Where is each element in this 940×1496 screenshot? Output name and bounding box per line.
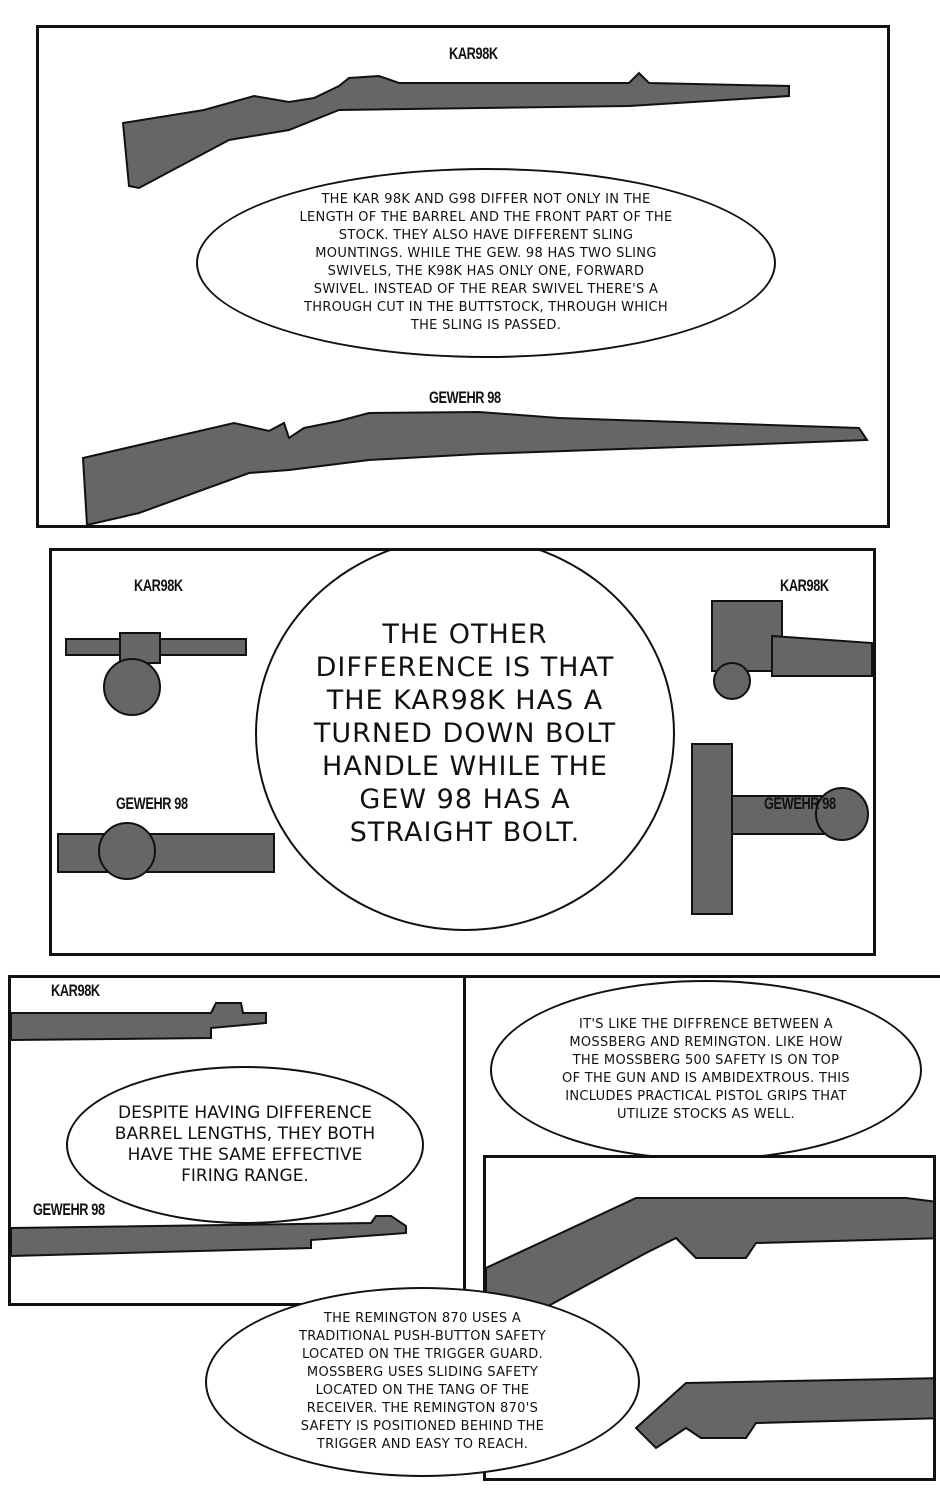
kar98k-rifle-illustration bbox=[81, 71, 869, 525]
speech-bubble: The other difference is that the Kar98k … bbox=[255, 551, 675, 931]
bubble-text: It's like the diffrence between a Mossbe… bbox=[562, 1017, 850, 1122]
speech-bubble: The Kar 98k and G98 differ not only in t… bbox=[196, 168, 776, 358]
barrel-illustrations bbox=[11, 1002, 407, 1258]
bubble-text: Despite having difference barrel lengths… bbox=[114, 1103, 376, 1186]
label-gewehr98: GEWEHR 98 bbox=[33, 1200, 105, 1219]
speech-bubble-safety: The Remington 870 uses a traditional pus… bbox=[205, 1287, 640, 1477]
panel-rifle-comparison: KAR98K GEWEHR 98 The Kar 98k and G98 dif… bbox=[36, 25, 890, 528]
label-gewehr98-left: GEWEHR 98 bbox=[116, 794, 188, 813]
label-kar98k-right: KAR98K bbox=[780, 576, 829, 595]
label-gewehr98-right: GEWEHR 98 bbox=[764, 794, 836, 813]
shotgun-illustrations bbox=[486, 1197, 933, 1450]
panel-divider bbox=[463, 975, 940, 978]
gewehr98-rifle-illustration bbox=[81, 410, 869, 525]
speech-bubble-mossberg-remington: It's like the diffrence between a Mossbe… bbox=[490, 980, 922, 1160]
bolt-illustrations bbox=[57, 600, 873, 915]
panel-barrel-comparison: KAR98K GEWEHR 98 Despite having differen… bbox=[8, 975, 466, 1306]
label-kar98k-left: KAR98K bbox=[134, 576, 183, 595]
bubble-text: The Remington 870 uses a traditional pus… bbox=[299, 1311, 546, 1452]
label-gewehr98: GEWEHR 98 bbox=[429, 388, 501, 407]
label-kar98k: KAR98K bbox=[449, 44, 498, 63]
bubble-text: The Kar 98k and G98 differ not only in t… bbox=[299, 192, 673, 333]
speech-bubble: Despite having difference barrel lengths… bbox=[66, 1066, 424, 1224]
panel-bolt-comparison: KAR98K KAR98K GEWEHR 98 GEWEHR 98 The ot… bbox=[49, 548, 876, 956]
bubble-text: The other difference is that the Kar98k … bbox=[313, 619, 617, 848]
label-kar98k: KAR98K bbox=[51, 981, 100, 1000]
